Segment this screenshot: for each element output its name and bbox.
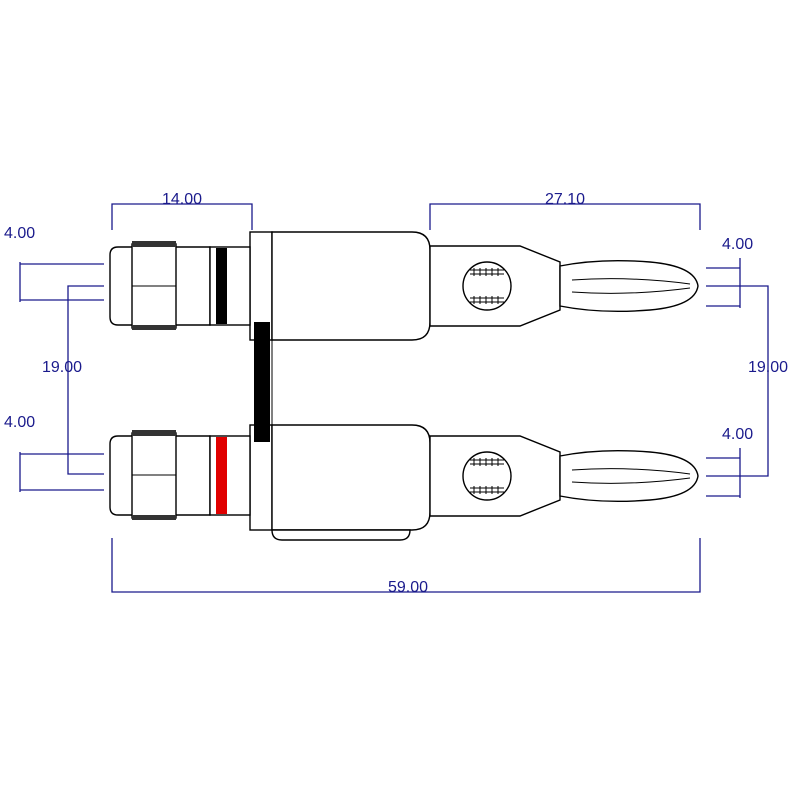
band-top [216, 248, 227, 324]
housing-bottom-lip [271, 529, 411, 541]
pin-top-screw-slot-lower [470, 296, 504, 304]
dim-line-total [111, 538, 701, 593]
pin-top-screw-slot-upper [470, 268, 504, 276]
dim-label-right-top-gap: 4.00 [722, 236, 753, 253]
plug-body [109, 231, 699, 541]
pin-bottom-screw [462, 451, 512, 501]
dim-label-right-spacing: 19.00 [748, 359, 788, 376]
cap-top-knurl-upper [132, 241, 176, 247]
dim-line-left-spacing [67, 285, 104, 475]
dim-line-right-bottom-gap [706, 448, 741, 498]
pin-bottom-tip [559, 449, 699, 503]
main-housing-top [271, 231, 431, 341]
dim-line-right-spacing [706, 285, 769, 477]
band-bottom [216, 437, 227, 514]
pin-bottom-tip-spring [571, 468, 691, 484]
dim-label-left-spacing: 19.00 [42, 359, 82, 376]
pin-top-tip [559, 259, 699, 313]
pin-top-screw [462, 261, 512, 311]
polarity-bar [254, 322, 270, 442]
cap-bottom-knurl-lower [132, 515, 176, 520]
dimension-labels: 14.00 27.10 4.00 19.00 4.00 4.00 19.00 4… [4, 191, 788, 596]
dim-label-left-bottom-gap: 4.00 [4, 414, 35, 431]
pin-bottom-screw-slot-lower [470, 486, 504, 494]
cap-top-knurl-lower [132, 325, 176, 330]
dim-label-top-left: 14.00 [162, 191, 202, 208]
main-housing-bottom [271, 424, 431, 531]
dim-label-total: 59.00 [388, 579, 428, 596]
dim-line-left-top-gap [19, 262, 104, 302]
dim-label-right-bottom-gap: 4.00 [722, 426, 753, 443]
dim-line-top-right [429, 203, 701, 230]
dim-line-top-left [111, 203, 253, 230]
pin-bottom-screw-slot-upper [470, 458, 504, 466]
dim-line-right-top-gap [706, 258, 741, 308]
cap-bottom-knurl-upper [132, 430, 176, 436]
dim-line-left-bottom-gap [19, 452, 104, 492]
dimension-lines [19, 203, 769, 593]
pin-top-tip-spring [571, 278, 691, 294]
dim-label-left-top-gap: 4.00 [4, 225, 35, 242]
dim-label-top-right: 27.10 [545, 191, 585, 208]
